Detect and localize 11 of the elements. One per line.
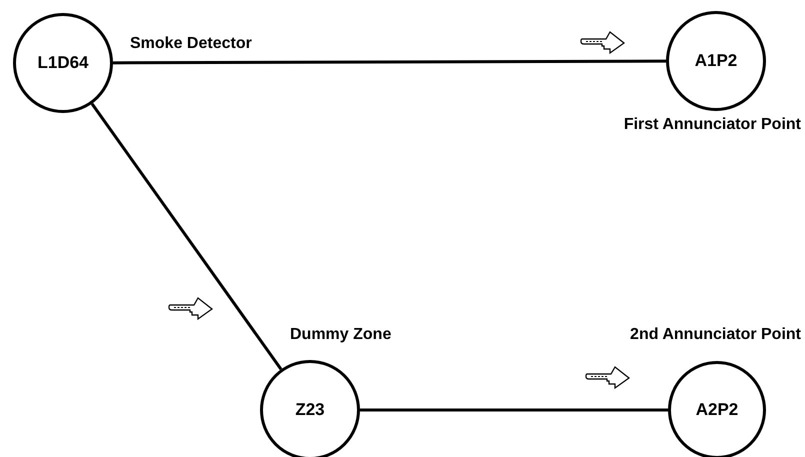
node-caption: 2nd Annunciator Point — [630, 326, 801, 344]
connector-line — [113, 60, 666, 64]
connector-line — [360, 408, 668, 412]
node-label: A2P2 — [696, 400, 738, 420]
node-caption: Smoke Detector — [130, 35, 252, 53]
node-label: Z23 — [295, 400, 325, 420]
connector-line — [90, 102, 282, 370]
node-caption: Dummy Zone — [290, 326, 392, 344]
node-caption: First Annunciator Point — [624, 116, 801, 134]
node-label: A1P2 — [694, 51, 738, 71]
node-label: L1D64 — [37, 53, 89, 73]
